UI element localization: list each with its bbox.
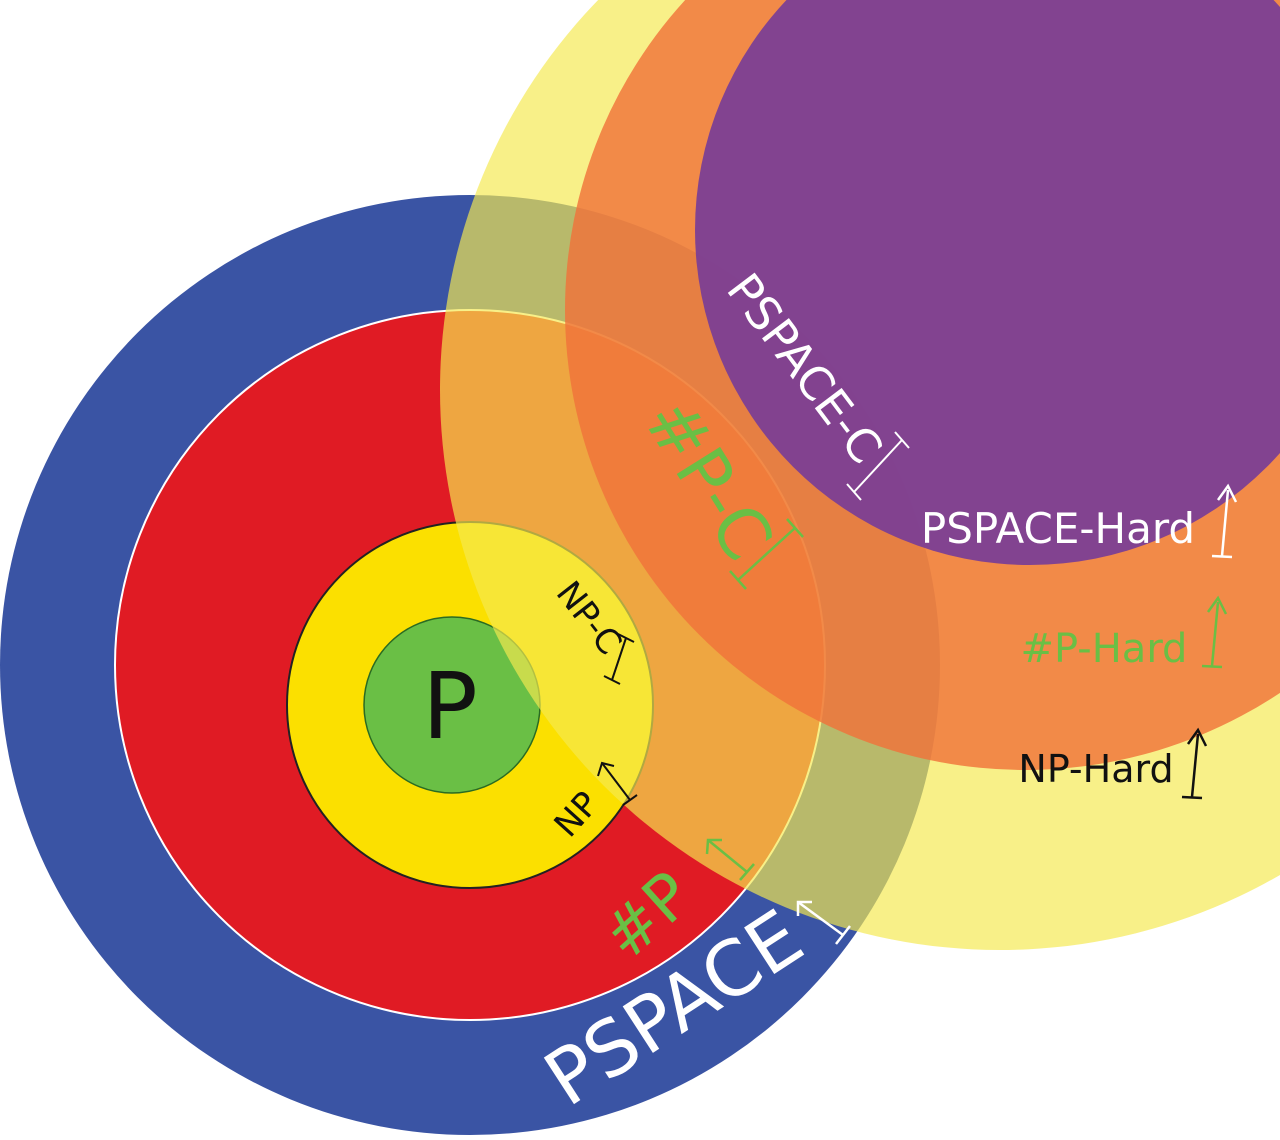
p-label: P xyxy=(422,653,477,760)
np-arrow-icon xyxy=(597,761,638,806)
sharp-p-hard-label: #P-Hard xyxy=(1021,626,1188,672)
np-c-range-marker xyxy=(603,633,635,685)
np-hard-arrow-icon xyxy=(1181,727,1208,800)
pspace-hard-label: PSPACE-Hard xyxy=(921,504,1195,553)
pspace-c-range-marker xyxy=(846,431,910,501)
pspace-hard-region xyxy=(695,0,1280,565)
sharp-p-hard-arrow-icon xyxy=(1201,595,1228,669)
pspace-hard-arrow-icon xyxy=(1211,483,1238,559)
sharp-p-c-range-marker xyxy=(729,518,804,590)
pspace-arrow-icon xyxy=(796,900,851,945)
sharp-p-arrow-icon xyxy=(705,838,755,881)
np-hard-label: NP-Hard xyxy=(1018,747,1173,791)
